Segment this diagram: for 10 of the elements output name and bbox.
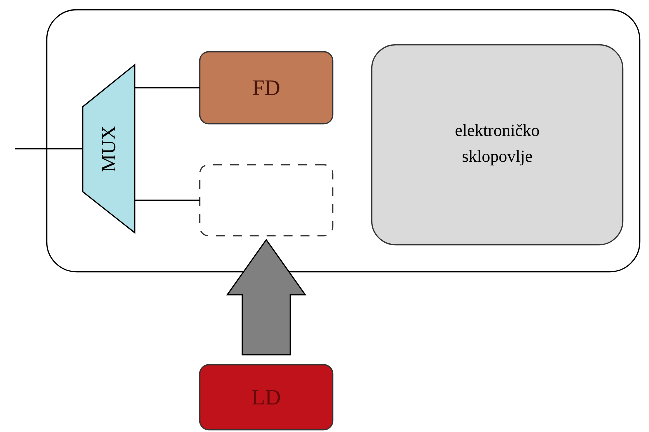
multiplexer-trapezoid: MUX — [82, 64, 136, 234]
connector-line — [135, 200, 200, 202]
block-arrow — [226, 238, 307, 356]
connector-line — [135, 87, 200, 89]
process-box: elektroničko sklopovlje — [371, 44, 624, 246]
process-box: FD — [199, 51, 334, 125]
process-box: LD — [199, 364, 334, 431]
dashed-box — [199, 164, 334, 237]
connector-line — [15, 148, 83, 150]
outer-frame — [46, 9, 641, 273]
